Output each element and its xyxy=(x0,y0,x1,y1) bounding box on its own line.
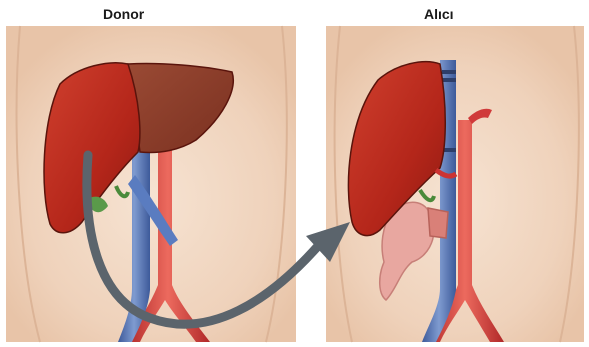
recipient-intestine-stump xyxy=(428,208,448,238)
recipient-label: Alıcı xyxy=(424,6,454,22)
donor-label: Donor xyxy=(103,6,144,22)
donor-panel xyxy=(6,26,296,342)
recipient-suture-top-2 xyxy=(442,78,456,82)
recipient-suture-top xyxy=(442,70,456,74)
recipient-panel xyxy=(326,26,584,342)
